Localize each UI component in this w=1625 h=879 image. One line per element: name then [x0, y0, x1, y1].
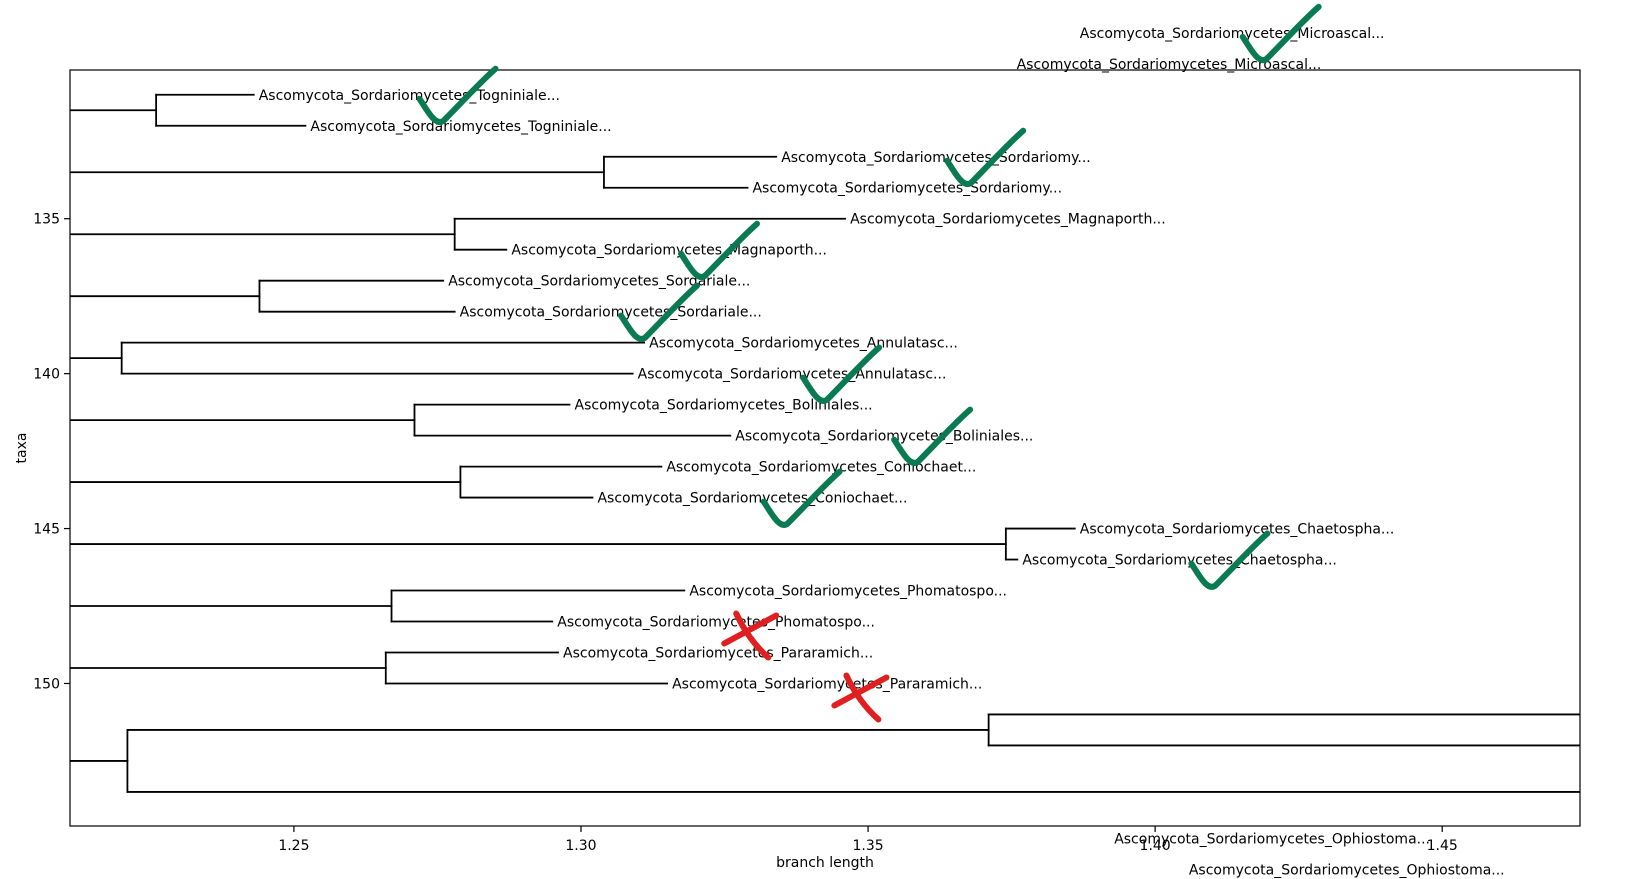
- leaf-label: Ascomycota_Sordariomycetes_Phomatospo...: [557, 615, 875, 631]
- leaf-label: Ascomycota_Sordariomycetes_Magnaporth...: [850, 212, 1166, 228]
- y-tick-label: 145: [33, 522, 60, 538]
- leaf-label: Ascomycota_Sordariomycetes_Chaetospha...: [1080, 522, 1395, 538]
- leaf-label: Ascomycota_Sordariomycetes_Pararamich...: [672, 676, 982, 692]
- x-tick-label: 1.45: [1427, 838, 1458, 854]
- cross-mark-icon: [721, 612, 780, 647]
- cross-mark-icon: [843, 672, 882, 723]
- leaf-labels: Ascomycota_Sordariomycetes_Microascal...…: [259, 26, 1505, 879]
- leaf-label: Ascomycota_Sordariomycetes_Phomatospo...: [689, 584, 1007, 600]
- leaf-label: Ascomycota_Sordariomycetes_Togniniale...: [310, 119, 611, 135]
- leaf-label: Ascomycota_Sordariomycetes_Chaetospha...: [1022, 553, 1337, 569]
- leaf-label: Ascomycota_Sordariomycetes_Magnaporth...: [511, 243, 827, 259]
- check-mark-icon: [618, 282, 701, 342]
- x-tick-label: 1.35: [852, 838, 883, 854]
- leaf-label: Ascomycota_Sordariomycetes_Ophiostoma...: [1189, 862, 1505, 878]
- check-mark-icon: [1188, 530, 1271, 590]
- x-tick-label: 1.40: [1140, 838, 1171, 854]
- y-tick-label: 140: [33, 367, 60, 383]
- check-mark-icon: [1239, 3, 1322, 64]
- leaf-label: Ascomycota_Sordariomycetes_Coniochaet...: [666, 460, 976, 476]
- leaf-label: Ascomycota_Sordariomycetes_Microascal...: [1017, 57, 1322, 73]
- leaf-label: Ascomycota_Sordariomycetes_Boliniales...: [575, 398, 873, 414]
- check-mark-icon: [760, 468, 843, 528]
- check-mark-icon: [800, 344, 883, 404]
- leaf-label: Ascomycota_Sordariomycetes_Microascal...: [1080, 26, 1385, 42]
- x-axis: 1.25 1.30 1.35 1.40 1.45: [278, 826, 1458, 854]
- check-mark-icon: [678, 220, 761, 280]
- y-tick-label: 150: [33, 676, 60, 692]
- leaf-label: Ascomycota_Sordariomycetes_Pararamich...: [563, 645, 873, 661]
- leaf-label: Ascomycota_Sordariomycetes_Togniniale...: [259, 88, 560, 104]
- leaf-label: Ascomycota_Sordariomycetes_Boliniales...: [735, 429, 1033, 445]
- leaf-label: Ascomycota_Sordariomycetes_Ophiostoma...: [1114, 831, 1430, 847]
- x-axis-label: branch length: [776, 855, 874, 871]
- check-mark-icon: [944, 127, 1027, 187]
- cross-mark-icon: [733, 610, 772, 661]
- plot-frame: [69, 69, 1581, 827]
- y-tick-label: 135: [33, 212, 60, 228]
- cross-mark-icon: [831, 674, 890, 709]
- y-axis: 135 140 145 150: [33, 212, 70, 692]
- hand-annotations: [416, 3, 1322, 723]
- x-tick-label: 1.30: [565, 838, 596, 854]
- leaf-label: Ascomycota_Sordariomycetes_Sordariale...: [460, 305, 762, 321]
- y-axis-label: taxa: [14, 433, 30, 464]
- tree-branches: [70, 93, 1580, 793]
- check-mark-icon: [416, 65, 499, 126]
- leaf-label: Ascomycota_Sordariomycetes_Coniochaet...: [597, 491, 907, 507]
- leaf-label: Ascomycota_Sordariomycetes_Sordariomy...: [781, 150, 1091, 166]
- check-mark-icon: [891, 406, 974, 466]
- leaf-label: Ascomycota_Sordariomycetes_Sordariale...: [448, 274, 750, 290]
- leaf-label: Ascomycota_Sordariomycetes_Annulatasc...: [649, 336, 958, 352]
- leaf-label: Ascomycota_Sordariomycetes_Annulatasc...: [638, 367, 947, 383]
- leaf-label: Ascomycota_Sordariomycetes_Sordariomy...: [752, 181, 1062, 197]
- x-tick-label: 1.25: [278, 838, 309, 854]
